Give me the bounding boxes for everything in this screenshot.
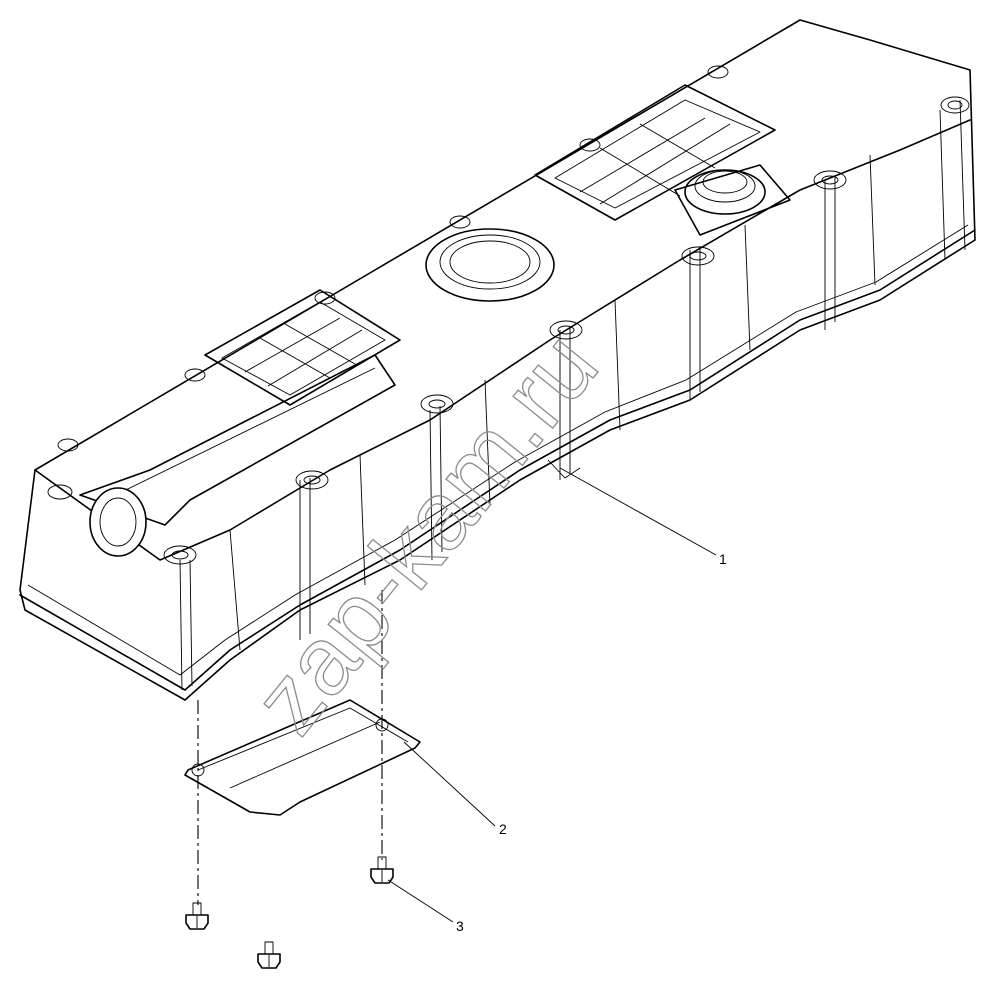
valve-cover-body bbox=[19, 19, 976, 701]
bolt-3 bbox=[257, 941, 281, 969]
callout-1-leader bbox=[559, 467, 717, 556]
callout-1-label: 1 bbox=[719, 551, 727, 567]
callout-2-leader bbox=[403, 741, 496, 827]
callout-3-leader bbox=[387, 879, 454, 923]
callout-3-label: 3 bbox=[456, 918, 464, 934]
bolt-2 bbox=[185, 902, 209, 930]
bolt-1 bbox=[370, 856, 394, 884]
valve-cover bbox=[19, 19, 976, 701]
callout-2-label: 2 bbox=[499, 821, 507, 837]
alignment-lines bbox=[197, 590, 383, 905]
gasket-plate bbox=[184, 699, 421, 816]
